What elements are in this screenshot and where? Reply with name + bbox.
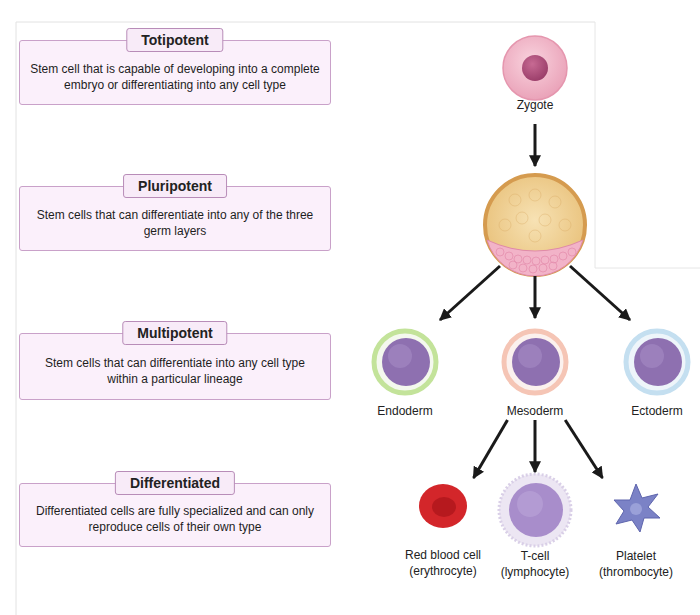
development-arrow <box>534 124 537 166</box>
definition-box: TotipotentStem cell that is capable of d… <box>19 40 331 105</box>
cell-illustration <box>576 478 696 538</box>
cell-node: Ectoderm <box>614 326 700 420</box>
level-heading: Pluripotent <box>123 174 227 198</box>
lineage-arrow <box>534 420 537 472</box>
level-heading: Multipotent <box>122 321 227 345</box>
cell-node: Platelet (thrombocyte) <box>576 478 696 582</box>
cell-node: Red blood cell (erythrocyte) <box>383 478 503 582</box>
definition-box: MultipotentStem cells that can different… <box>19 333 331 400</box>
cell-nucleus <box>509 483 563 537</box>
nucleus-shine <box>518 344 542 368</box>
level-heading: Totipotent <box>126 28 223 52</box>
cell-dimple <box>432 497 456 517</box>
cell-label: T-cell (lymphocyte) <box>485 548 585 580</box>
frame-line <box>595 268 700 269</box>
germ-cell <box>374 331 436 393</box>
definition-box: PluripotentStem cells that can different… <box>19 186 331 251</box>
zygote-cell <box>503 36 567 100</box>
cell-label: Platelet (thrombocyte) <box>586 548 686 580</box>
cell-nucleus <box>382 338 430 386</box>
cell-illustration <box>495 34 575 102</box>
blastocyst-body <box>485 175 585 275</box>
cell-node: Endoderm <box>360 326 450 420</box>
cell-label: Mesoderm <box>485 403 585 419</box>
cell-illustration <box>614 326 700 398</box>
lineage-arrow <box>474 420 508 478</box>
definition-text: Differentiated cells are fully specializ… <box>30 503 320 535</box>
nucleus-shine <box>517 491 543 517</box>
cell-illustration <box>383 478 503 538</box>
nucleus-shine <box>640 344 664 368</box>
cell-illustration <box>475 472 595 548</box>
development-arrow <box>534 276 537 318</box>
cell-nucleus <box>512 338 560 386</box>
cell-illustration <box>360 326 450 398</box>
development-arrow <box>440 266 500 320</box>
cell-nucleus <box>634 338 682 386</box>
platelet-granule <box>630 503 642 515</box>
cell-label: Zygote <box>485 97 585 113</box>
cell-nucleus <box>522 55 548 81</box>
frame-line <box>595 22 596 268</box>
germ-cell <box>626 331 688 393</box>
cell-node: T-cell (lymphocyte) <box>475 472 595 582</box>
inner-cell-mass <box>487 240 583 276</box>
cell-node: Mesoderm <box>490 326 580 420</box>
definition-text: Stem cell that is capable of developing … <box>30 61 320 93</box>
development-arrow <box>570 266 630 320</box>
cell-node: Zygote <box>495 34 575 114</box>
cell-label: Ectoderm <box>607 403 700 419</box>
platelet <box>614 484 660 532</box>
cell-illustration <box>490 326 580 398</box>
red-blood-cell <box>419 484 467 528</box>
frame-line <box>16 22 595 23</box>
germ-cell <box>504 331 566 393</box>
blastocyst <box>485 175 585 276</box>
level-heading: Differentiated <box>115 471 235 495</box>
surface-texture <box>499 189 571 242</box>
cell-label: Endoderm <box>355 403 455 419</box>
lineage-arrow <box>565 420 602 478</box>
cell-label: Red blood cell (erythrocyte) <box>393 547 493 579</box>
definition-text: Stem cells that can differentiate into a… <box>30 207 320 239</box>
cell-texture <box>496 248 576 273</box>
t-cell <box>499 474 571 546</box>
definition-text: Stem cells that can differentiate into a… <box>30 355 320 387</box>
nucleus-shine <box>388 344 412 368</box>
definition-box: DifferentiatedDifferentiated cells are f… <box>19 483 331 547</box>
frame-line <box>16 22 17 615</box>
